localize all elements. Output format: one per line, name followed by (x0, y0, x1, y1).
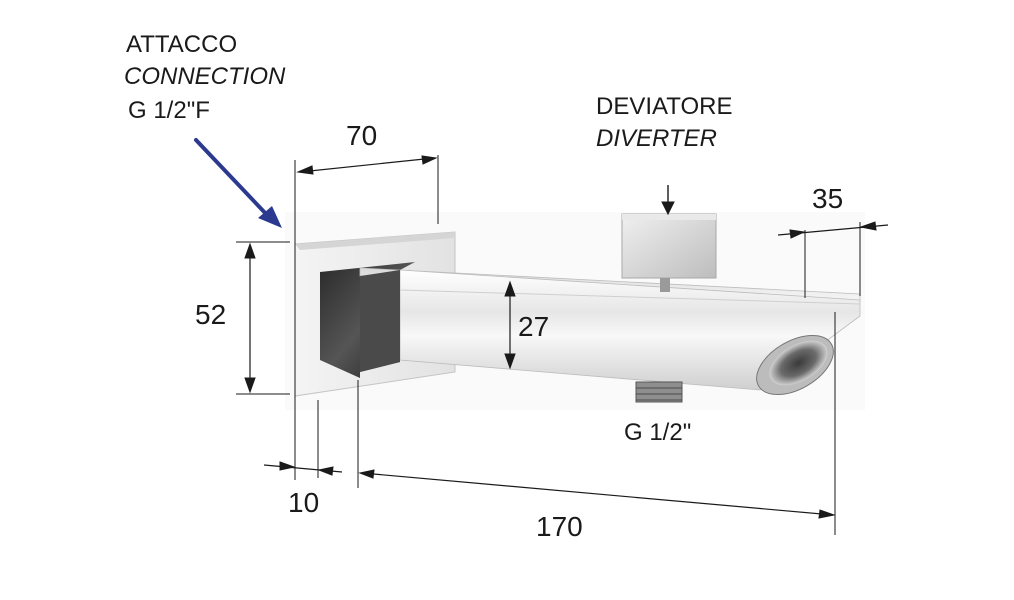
dimension-27: 27 (518, 311, 549, 342)
aerator (756, 334, 834, 396)
dimension-170: 170 (536, 511, 583, 542)
dimension-52: 52 (195, 299, 226, 330)
dimension-10: 10 (288, 487, 319, 518)
spout-illustration (285, 212, 865, 410)
diverter-label-it: DEVIATORE (596, 93, 732, 120)
dimension-70: 70 (346, 120, 377, 151)
diverter-knob (621, 213, 717, 292)
diverter-leader-arrowhead (661, 201, 675, 216)
outlet-thread-label: G 1/2" (624, 419, 691, 446)
connection-thread-label: G 1/2"F (128, 97, 210, 124)
connection-label-en: CONNECTION (124, 63, 286, 90)
bottom-thread (635, 381, 683, 403)
dim-line-170 (361, 472, 834, 516)
pointer-arrow-icon (194, 138, 282, 228)
dimension-35: 35 (812, 183, 843, 214)
connection-label-it: ATTACCO (126, 31, 237, 58)
dimension-lines (236, 155, 889, 535)
dim-line-70 (299, 157, 435, 173)
diverter-label-en: DIVERTER (596, 125, 717, 152)
spout-body (359, 267, 861, 391)
